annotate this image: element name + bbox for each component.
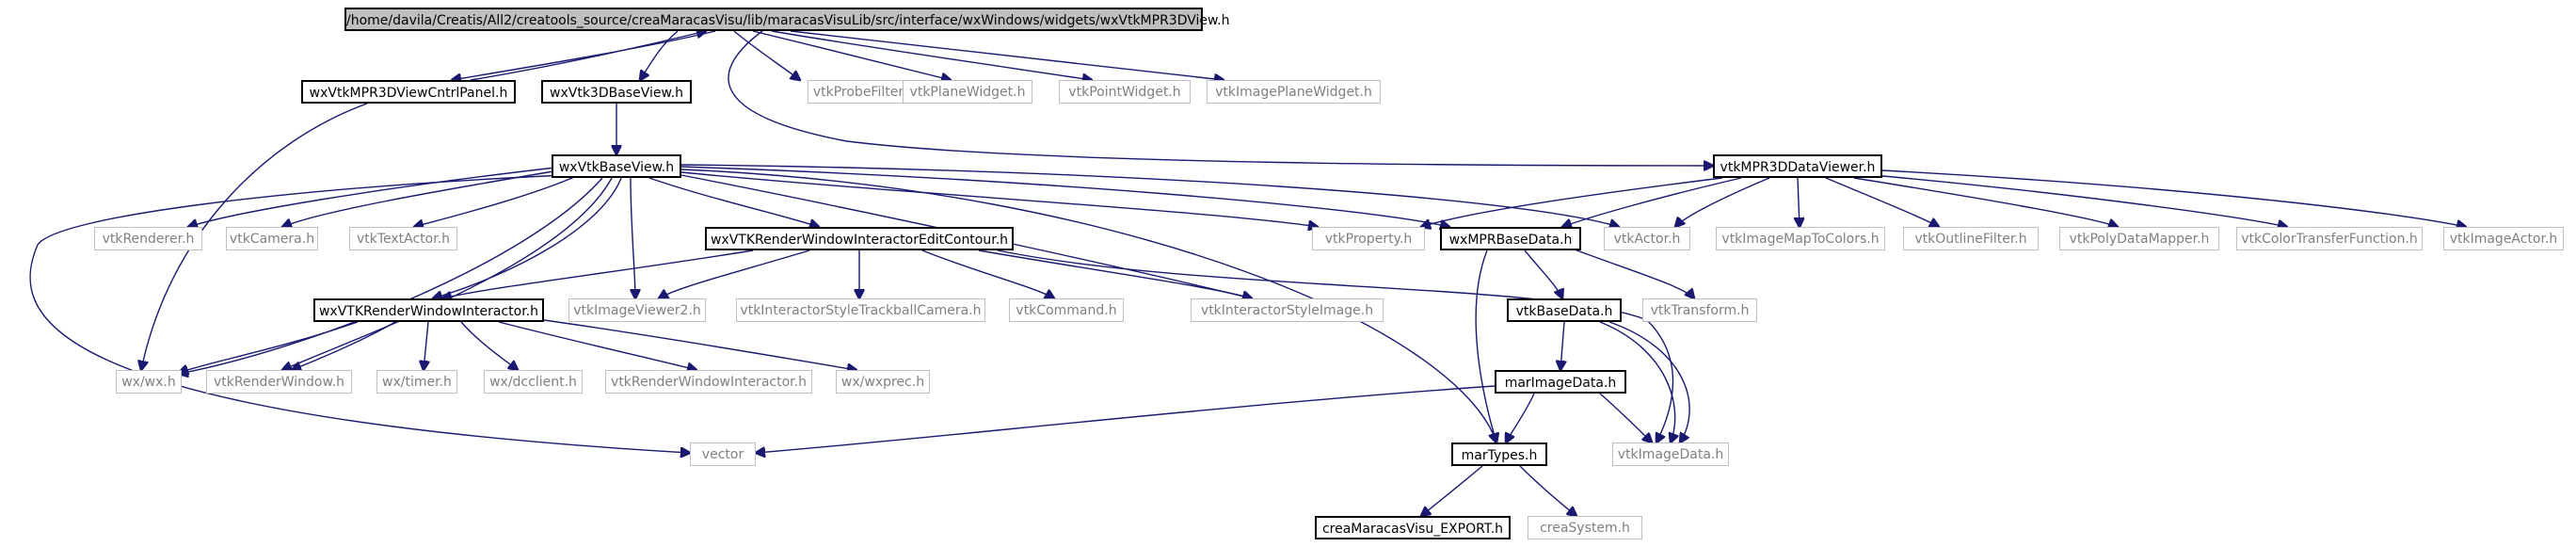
edge-base-view-mar-types (680, 169, 1496, 442)
edge-base-view-edit-contour (648, 177, 819, 227)
edge-base-view-image-viewer2 (630, 177, 635, 298)
edge-mar-image-data-mar-types (1506, 393, 1535, 442)
node-vector: vector (690, 442, 756, 466)
node-command: vtkCommand.h (1009, 298, 1124, 322)
edge-mpr3d-viewer-actor (1675, 177, 1770, 227)
edge-edit-contour-command (921, 249, 1054, 298)
node-image-data: vtkImageData.h (1612, 442, 1729, 466)
node-image-actor: vtkImageActor.h (2443, 227, 2564, 250)
edge-mpr3d-viewer-map-to-colors (1798, 177, 1800, 227)
edge-edit-contour-image-viewer2 (659, 249, 810, 298)
edge-base-view-camera (282, 169, 566, 227)
node-export[interactable]: creaMaracasVisu_EXPORT.h (1315, 516, 1511, 539)
edge-mpr3d-viewer-mpr-base-data (1562, 177, 1742, 227)
edge-rw-interactor-wx-dcclient (460, 321, 518, 370)
edge-base-view-mpr-base-data (680, 166, 1449, 227)
node-actor: vtkActor.h (1604, 227, 1690, 250)
node-mpr3d-viewer[interactable]: vtkMPR3DDataViewer.h (1713, 154, 1882, 178)
node-mar-image-data[interactable]: marImageData.h (1495, 370, 1626, 394)
node-probe-filter: vtkProbeFilter.h (808, 80, 920, 104)
node-style-image: vtkInteractorStyleImage.h (1191, 298, 1384, 322)
edge-base-view-property (680, 171, 1318, 227)
node-mpr-base-data[interactable]: wxMPRBaseData.h (1440, 227, 1581, 250)
edge-base-view-vector (29, 174, 690, 453)
node-crea-system: creaSystem.h (1528, 516, 1642, 539)
node-base-view[interactable]: wxVtkBaseView.h (552, 154, 681, 178)
edge-edit-contour-style-image (978, 249, 1252, 298)
edge-base-view-renderer (188, 167, 556, 227)
edge-base-view-actor (680, 164, 1619, 227)
edge-mpr3d-viewer-property (1421, 177, 1723, 227)
node-renderer: vtkRenderer.h (94, 227, 202, 250)
edge-rw-interactor-wx-wx (179, 321, 359, 373)
node-outline-filter: vtkOutlineFilter.h (1903, 227, 2039, 250)
edge-mar-image-data-vector (756, 385, 1496, 453)
edge-base-view-rw-interactor-wx (433, 177, 622, 298)
node-base-view-3d[interactable]: wxVtk3DBaseView.h (541, 80, 692, 104)
node-plane-widget: vtkPlaneWidget.h (903, 80, 1032, 104)
node-wxprec: wx/wxprec.h (836, 370, 930, 394)
edge-mpr3d-viewer-poly-data-mapper (1853, 177, 2118, 227)
node-camera: vtkCamera.h (226, 227, 318, 250)
node-image-viewer2: vtkImageViewer2.h (568, 298, 706, 322)
node-rw-interactor: vtkRenderWindowInteractor.h (605, 370, 812, 394)
edge-mpr-base-data-mar-types (1475, 249, 1496, 442)
edge-edit-contour-rw-interactor-wx (442, 249, 754, 298)
edge-base-view-text-actor (414, 174, 580, 227)
edge-root-image-plane-widget (790, 30, 1224, 80)
node-point-widget: vtkPointWidget.h (1059, 80, 1191, 104)
edge-root-mpr3d-viewer (728, 30, 1713, 166)
node-dcclient: wx/dcclient.h (484, 370, 583, 394)
edge-rw-interactor-wx-timer (424, 321, 428, 370)
edge-mpr3d-viewer-color-transfer (1872, 174, 2287, 227)
node-rw-interactor-wx[interactable]: wxVTKRenderWindowInteractor.h (313, 298, 544, 322)
node-image-plane-widget: vtkImagePlaneWidget.h (1207, 80, 1381, 104)
node-poly-data-mapper: vtkPolyDataMapper.h (2059, 227, 2219, 250)
node-style-trackball: vtkInteractorStyleTrackballCamera.h (736, 298, 985, 322)
edge-mpr3d-viewer-image-actor (1881, 169, 2466, 227)
edge-mpr3d-viewer-outline-filter (1825, 177, 1939, 227)
node-wx: wx/wx.h (116, 370, 182, 394)
node-base-data[interactable]: vtkBaseData.h (1507, 298, 1622, 322)
node-cntrl-panel[interactable]: wxVtkMPR3DViewCntrlPanel.h (301, 80, 516, 104)
edge-base-data-mar-image-data (1560, 321, 1564, 370)
edge-base-data-image-data-b (1608, 321, 1690, 442)
node-render-window: vtkRenderWindow.h (206, 370, 352, 394)
edge-rw-interactor-wx-render-window (292, 321, 396, 370)
node-edit-contour[interactable]: wxVTKRenderWindowInteractorEditContour.h (705, 227, 1014, 250)
edge-root-cntrl-panel (452, 30, 716, 80)
edge-cntrl-panel-wx (141, 103, 368, 370)
edge-cntrl-panel-root (470, 31, 706, 81)
edge-mpr-base-data-transform (1571, 248, 1694, 298)
edge-rw-interactor-wx-rw-interactor (498, 321, 696, 370)
edge-mar-types-export (1421, 465, 1483, 516)
node-timer: wx/timer.h (376, 370, 457, 394)
node-text-actor: vtkTextActor.h (349, 227, 457, 250)
edge-root-probe-filter (733, 30, 800, 80)
node-color-transfer: vtkColorTransferFunction.h (2236, 227, 2423, 250)
edge-base-view-render-window (282, 177, 613, 370)
node-transform: vtkTransform.h (1642, 298, 1757, 322)
node-mar-types[interactable]: marTypes.h (1451, 442, 1547, 466)
node-property: vtkProperty.h (1312, 227, 1425, 250)
node-root: /home/davila/Creatis/All2/creatools_sour… (344, 8, 1230, 31)
node-map-to-colors: vtkImageMapToColors.h (1716, 227, 1885, 250)
edge-mpr-base-data-base-data (1524, 249, 1562, 298)
edge-root-base-view-3d (640, 30, 679, 80)
edge-edit-contour-image-data (997, 249, 1674, 442)
edge-root-point-widget (771, 30, 1092, 80)
edge-mar-image-data-image-data (1599, 393, 1652, 442)
edge-root-plane-widget (752, 30, 951, 80)
edge-base-data-image-data-a (1599, 321, 1675, 442)
edge-rw-interactor-wx-wxprec (543, 319, 856, 370)
edge-mar-types-crea-system (1519, 465, 1576, 516)
edge-base-view-wx (179, 177, 603, 374)
